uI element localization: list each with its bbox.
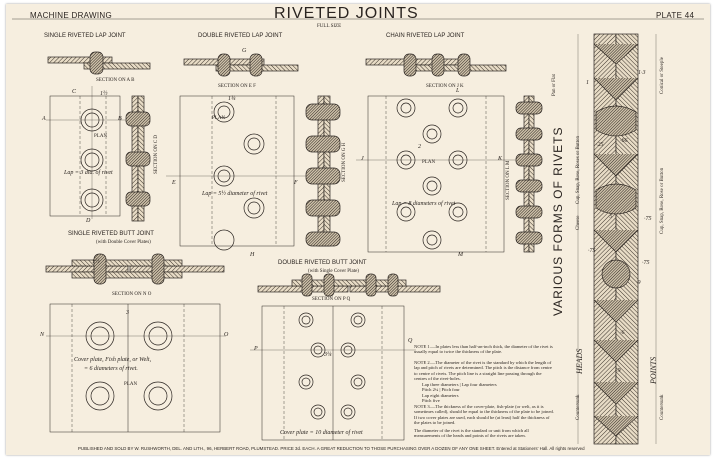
rivet-label-pan: Pan or Flat	[552, 74, 557, 96]
double-butt-note: Cover plate = 10 diameter of rivet	[280, 430, 363, 436]
single-lap-section-ab	[47, 51, 151, 75]
chain-lap-note: Lap = 8 diameters of rivet	[392, 201, 456, 207]
rivet-dim: 1	[586, 80, 589, 86]
note-3: NOTE 3.—The thickness of the cover-plate…	[414, 404, 554, 426]
note-4: The diameter of the rivet is the standar…	[414, 428, 529, 439]
series-title: MACHINE DRAWING	[30, 11, 112, 20]
rivet-label-points: POINTS	[649, 356, 658, 384]
single-lap-section-cd-label: SECTION ON C D	[154, 134, 159, 174]
note-2: NOTE 2.—The diameter of the rivet is the…	[414, 360, 552, 382]
dim-6: 1½	[92, 259, 100, 265]
label-m: M	[458, 252, 463, 258]
double-lap-plan-label: PLAN	[212, 116, 226, 121]
double-lap-note: Lap = 5½ diameter of rivet	[202, 191, 268, 197]
label-o: O	[224, 332, 229, 338]
label-e: E	[172, 180, 176, 186]
rivet-label-conical: Conical or Steeple	[660, 57, 665, 94]
rivet-dim: ·5	[608, 214, 613, 220]
double-butt-subtitle: (with Single Cover Plate)	[308, 269, 359, 274]
single-lap-section-ab-label: SECTION ON A B	[96, 78, 135, 83]
single-butt-section-no-label: SECTION ON N O	[112, 292, 152, 297]
plate-number: PLATE 44	[656, 11, 695, 20]
label-f: F	[294, 180, 298, 186]
chain-lap-section-lm	[515, 95, 543, 253]
rivet-dim: ·9	[616, 368, 621, 374]
rivet-dim: 1·3	[638, 70, 646, 76]
double-lap-title: DOUBLE RIVETED LAP JOINT	[198, 33, 283, 39]
lap-table-row: Pitch five	[422, 398, 440, 404]
label-a: A	[42, 116, 46, 122]
single-lap-title: SINGLE RIVETED LAP JOINT	[44, 33, 126, 39]
single-butt-note-2: = 6 diameters of rivet.	[84, 366, 138, 372]
rivet-label-cheese: Cheese	[576, 215, 581, 230]
dim-2: 1¾	[228, 96, 236, 102]
single-butt-title: SINGLE RIVETED BUTT JOINT	[68, 231, 154, 237]
double-lap-section-gh	[305, 95, 341, 247]
lap-table-row: Lap eight diameters	[422, 392, 459, 398]
rivet-label-countersunk-1: Countersunk	[576, 394, 581, 420]
double-butt-section-pq-label: SECTION ON P Q	[312, 297, 351, 302]
rivet-dim: ·6	[620, 330, 625, 336]
chain-lap-plan	[356, 95, 516, 253]
single-butt-plan-label: PLAN	[124, 382, 138, 387]
rivet-label-cup-1: Cup, Snap, Rose, Roses or Button	[576, 135, 581, 204]
single-lap-note: Lap = 3 dia. of rivet	[64, 170, 113, 176]
chain-lap-section-lm-label: SECTION ON L M	[506, 160, 511, 200]
drawing-linework	[12, 18, 704, 445]
single-butt-note-1: Cover plate, Fish plate, or Welt,	[74, 357, 152, 363]
dim-3: 2	[418, 144, 421, 150]
rivet-label-cup-2: Cup, Snap, Rose, Rose or Button	[660, 167, 665, 234]
chain-lap-title: CHAIN RIVETED LAP JOINT	[386, 33, 465, 39]
label-g: G	[242, 48, 247, 54]
rivet-dim: ·66	[620, 138, 628, 144]
dim-4: 3	[126, 310, 129, 316]
dim-1: 1½	[100, 91, 108, 97]
footer-publisher: PUBLISHED AND SOLD BY W. RUSHWORTH, DEL.…	[78, 446, 585, 451]
rivet-label-countersunk-2: Countersunk	[660, 394, 665, 420]
drawing-sheet: MACHINE DRAWING RIVETED JOINTS FULL SIZE…	[6, 4, 710, 455]
double-lap-plan	[166, 95, 306, 251]
label-b: B	[118, 116, 122, 122]
rivet-forms-title: VARIOUS FORMS OF RIVETS	[551, 126, 565, 316]
double-lap-section-ef	[183, 53, 299, 77]
rivet-dim: ·9	[636, 280, 641, 286]
page-title: RIVETED JOINTS	[274, 5, 419, 22]
label-p: P	[254, 346, 258, 352]
lap-table: Lap three diameters | Lap four diameters…	[422, 382, 542, 404]
single-lap-section-cd	[125, 95, 151, 222]
chain-lap-plan-label: PLAN	[422, 160, 436, 165]
rivet-dim: ·75	[642, 260, 650, 266]
note-1: NOTE 1.—In plates less than half-an-inch…	[414, 344, 553, 355]
dim-5: 3¼	[324, 352, 332, 358]
label-k: K	[498, 156, 503, 162]
lap-table-row: Lap three diameters | Lap four diameters	[422, 382, 497, 387]
chain-lap-section-jk-label: SECTION ON J K	[426, 84, 464, 89]
label-l: L	[456, 88, 460, 94]
double-lap-section-ef-label: SECTION ON E F	[218, 84, 256, 89]
lap-table-row: Pitch 2¼ | Pitch four	[422, 387, 460, 393]
label-n: N	[40, 332, 45, 338]
single-butt-section-no	[45, 253, 225, 285]
rivet-dim: ·75	[644, 216, 652, 222]
label-d: D	[86, 218, 91, 224]
rivet-forms	[577, 33, 657, 445]
double-lap-section-gh-label: SECTION ON G H	[342, 142, 347, 182]
chain-lap-section-jk	[365, 53, 507, 77]
rivet-dim: ·25	[596, 142, 604, 148]
single-lap-plan-label: PLAN	[94, 134, 108, 139]
rivet-dim: ·75	[588, 248, 596, 254]
single-butt-subtitle: (with Double Cover Plates)	[96, 240, 151, 245]
rivet-label-heads: HEADS	[575, 348, 584, 374]
label-h: H	[250, 252, 255, 258]
label-j: J	[361, 156, 364, 162]
double-butt-section-pq	[257, 273, 441, 297]
page-subtitle: FULL SIZE	[317, 24, 342, 29]
double-butt-title: DOUBLE RIVETED BUTT JOINT	[278, 260, 367, 266]
label-c: C	[72, 89, 77, 95]
double-butt-plan	[250, 305, 416, 441]
label-q: Q	[408, 338, 413, 344]
single-butt-plan	[46, 303, 226, 433]
